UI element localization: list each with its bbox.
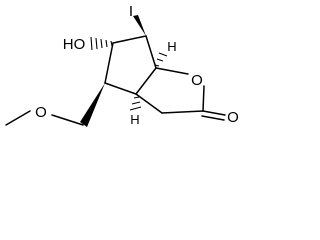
hash-bond-hydroxyl [90,36,113,51]
hash-bond-h-bottom [129,96,142,111]
bond-c5-c6 [112,35,147,44]
bond-carbonyl-1 [202,110,226,116]
bond-c2-c3 [161,110,204,114]
atom-hydroxyl: HO [63,36,86,53]
atom-carbonyl-oxygen: O [227,109,239,126]
bond-c4-c5 [104,42,114,84]
structure-diagram: I HO O O O H H [5,3,239,127]
atom-h-bottom: H [130,112,139,127]
hash-bond-h-top [154,52,168,67]
bond-carbonyl-2 [201,115,225,121]
atom-iodine: I [129,3,133,20]
wedge-bond-ch2 [80,83,105,127]
bond-c6-c6a [145,35,157,69]
bond-ch2-o [51,114,84,126]
atom-h-top: H [167,39,176,54]
bond-c3a-c4 [104,82,137,95]
atom-ring-oxygen: O [191,72,203,89]
bond-c3-c3a [135,93,163,114]
atom-ether-oxygen: O [35,104,47,121]
bond-c6a-c3a [135,67,157,95]
wedge-bond-iodine [133,15,146,36]
bond-o1-c2 [202,85,205,112]
bond-c6a-o1 [155,67,189,75]
bond-o-ch3 [5,110,31,126]
